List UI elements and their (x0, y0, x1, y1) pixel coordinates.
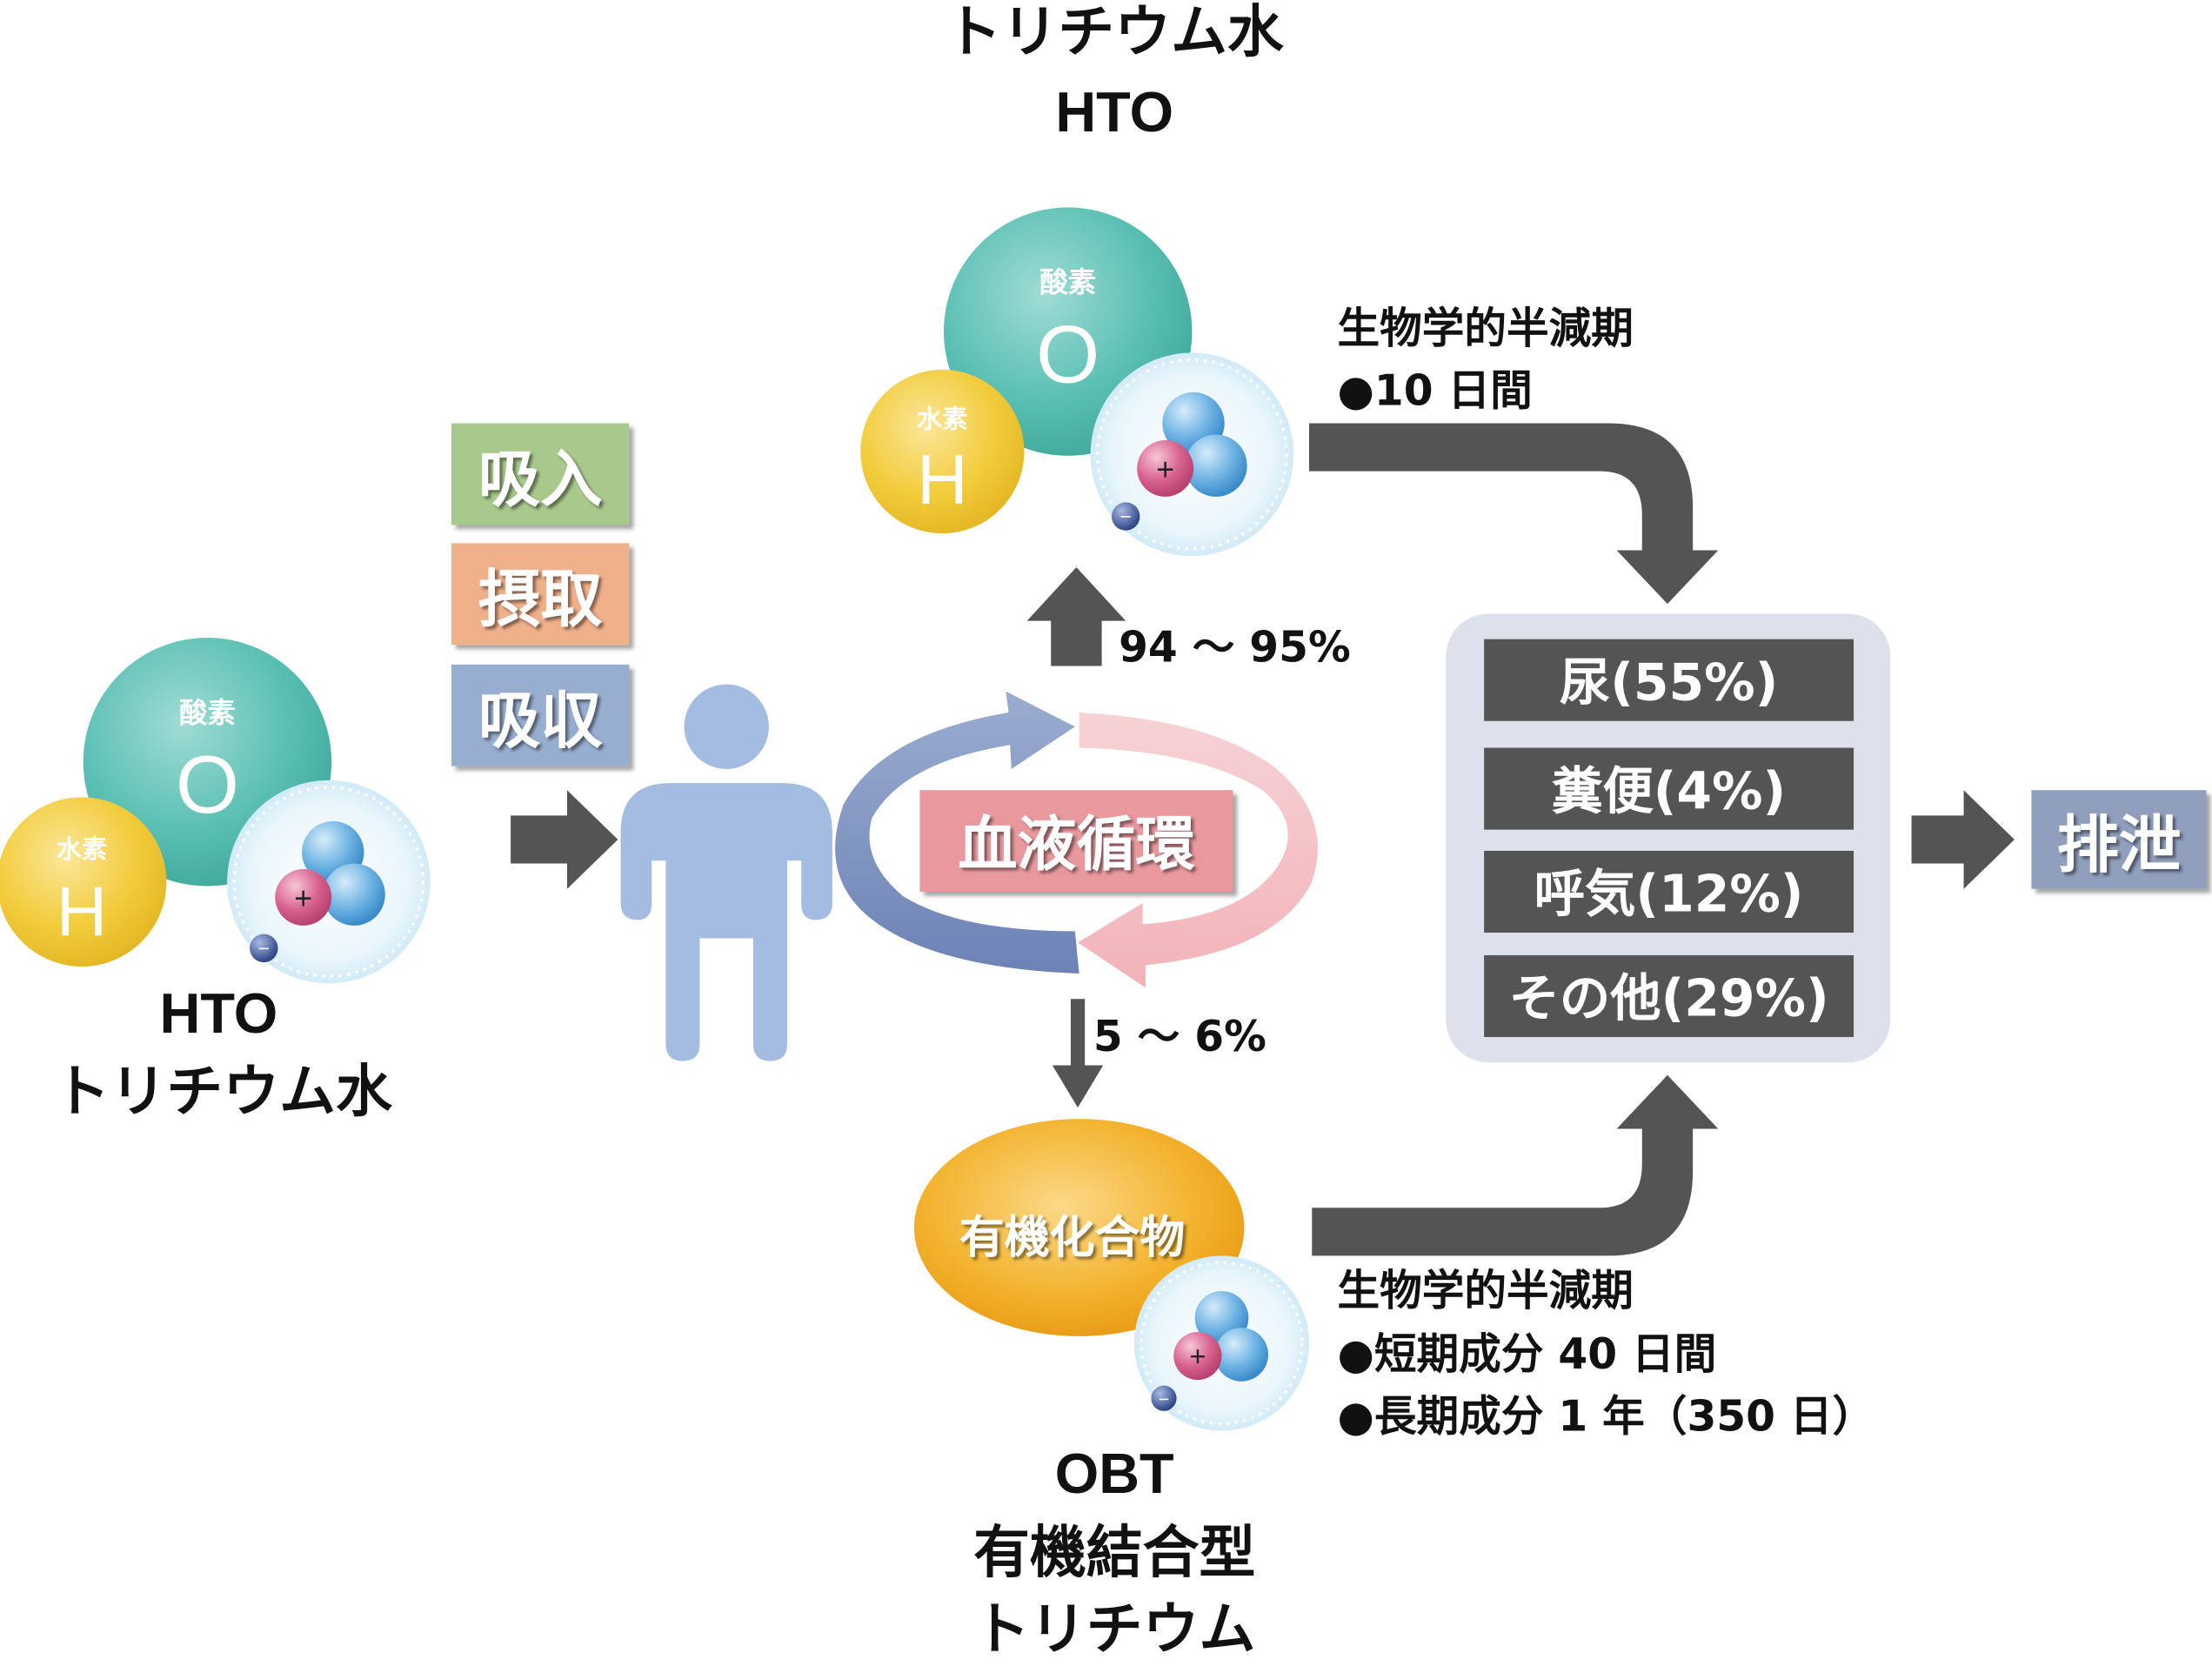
excretion-badge-label: 排泄 (2057, 809, 2182, 881)
excretion-feces-label: 糞便(4%) (1552, 761, 1786, 820)
hydrogen-atom (0, 797, 167, 967)
route-boxes: 吸入 摂取 吸収 (451, 423, 630, 766)
proton-plus-label: + (294, 880, 312, 915)
oxygen-symbol-label: O (176, 739, 239, 830)
electron-minus-label: − (1159, 1389, 1169, 1409)
excretion-feces-box (1484, 747, 1854, 830)
bottom-halflife-title: 生物学的半減期 (1337, 1267, 1634, 1315)
excretion-badge (2031, 790, 2207, 889)
top-hto-molecule: 酸素 O 水素 H + − (860, 207, 1294, 556)
hydrogen-atom (860, 369, 1025, 534)
bottom-halflife-item-short: ●短期成分 40 日間 (1337, 1330, 1716, 1379)
excretion-other-label: その他(29%) (1508, 969, 1828, 1028)
obt-name-line2: トリチウム (973, 1596, 1255, 1662)
oxygen-name-label: 酸素 (1039, 266, 1096, 299)
hydrogen-symbol-label: H (917, 441, 968, 519)
excretion-panel: 尿(55%) 糞便(4%) 呼気(12%) その他(29%) (1446, 613, 1891, 1063)
excretion-breath-box (1484, 850, 1854, 934)
hydrogen-symbol-label: H (57, 873, 108, 951)
tritium-nucleus: + − (1090, 352, 1294, 556)
circulation-cycle: 血液循環 (835, 691, 1318, 988)
circulation-arrow-pink (1078, 713, 1318, 988)
route-absorb-box (451, 664, 630, 766)
left-hto-code: HTO (160, 981, 278, 1045)
proton-plus-label: + (1189, 1341, 1206, 1372)
top-percent: 94 〜 95% (1119, 624, 1351, 673)
hydrogen-name-label: 水素 (57, 834, 107, 864)
proton-plus-label: + (1156, 452, 1174, 486)
electron (1111, 502, 1140, 531)
arrow-up-to-hto (1026, 566, 1126, 666)
electron-minus-label: − (1120, 505, 1132, 528)
hydrogen-name-label: 水素 (917, 404, 967, 433)
route-inhale-box (451, 423, 630, 525)
bottom-halflife-item-long: ●長期成分 1 年（350 日） (1337, 1393, 1875, 1442)
circulation-label: 血液循環 (958, 811, 1195, 880)
bottom-percent: 5 〜 6% (1093, 1013, 1266, 1061)
oxygen-symbol-label: O (1036, 309, 1099, 400)
route-ingest-label: 摂取 (478, 564, 603, 636)
arrow-to-excretion (1911, 790, 2015, 889)
oxygen-name-label: 酸素 (179, 696, 236, 729)
top-hto-code: HTO (1055, 80, 1173, 144)
arrow-down-to-obt (1052, 999, 1104, 1108)
arrow-top-to-excretion (1309, 423, 1719, 605)
person-icon (620, 684, 832, 1061)
obt-name-line1: 有機結合型 (973, 1521, 1255, 1586)
excretion-breath-label: 呼気(12%) (1534, 865, 1804, 924)
electron (250, 934, 278, 963)
tritium-nucleus: + − (227, 780, 431, 984)
top-hto-name: トリチウム水 (946, 0, 1285, 64)
excretion-other-box (1484, 954, 1854, 1038)
tritium-nucleus: + − (1133, 1255, 1310, 1431)
left-hto-name: トリチウム水 (54, 1059, 393, 1124)
top-halflife-title: 生物学的半減期 (1337, 304, 1634, 353)
excretion-urine-box (1484, 639, 1854, 721)
arrow-into-body (511, 790, 618, 889)
circulation-box (919, 790, 1233, 892)
circulation-arrow-blue (835, 691, 1079, 974)
top-halflife-item: ●10 日間 (1337, 366, 1532, 415)
route-absorb-label: 吸収 (478, 685, 603, 757)
obt-molecule: 有機化合物 + − (913, 1119, 1310, 1431)
route-ingest-box (451, 543, 630, 646)
electron-minus-label: − (258, 937, 270, 960)
obt-code: OBT (1055, 1442, 1174, 1505)
arrow-bottom-to-excretion (1312, 1074, 1719, 1256)
route-inhale-label: 吸入 (478, 444, 603, 516)
left-hto-molecule: 酸素 O 水素 H + − (0, 638, 431, 984)
electron (1151, 1385, 1177, 1411)
organic-compound-label: 有機化合物 (959, 1212, 1185, 1264)
excretion-urine-label: 尿(55%) (1560, 652, 1778, 712)
